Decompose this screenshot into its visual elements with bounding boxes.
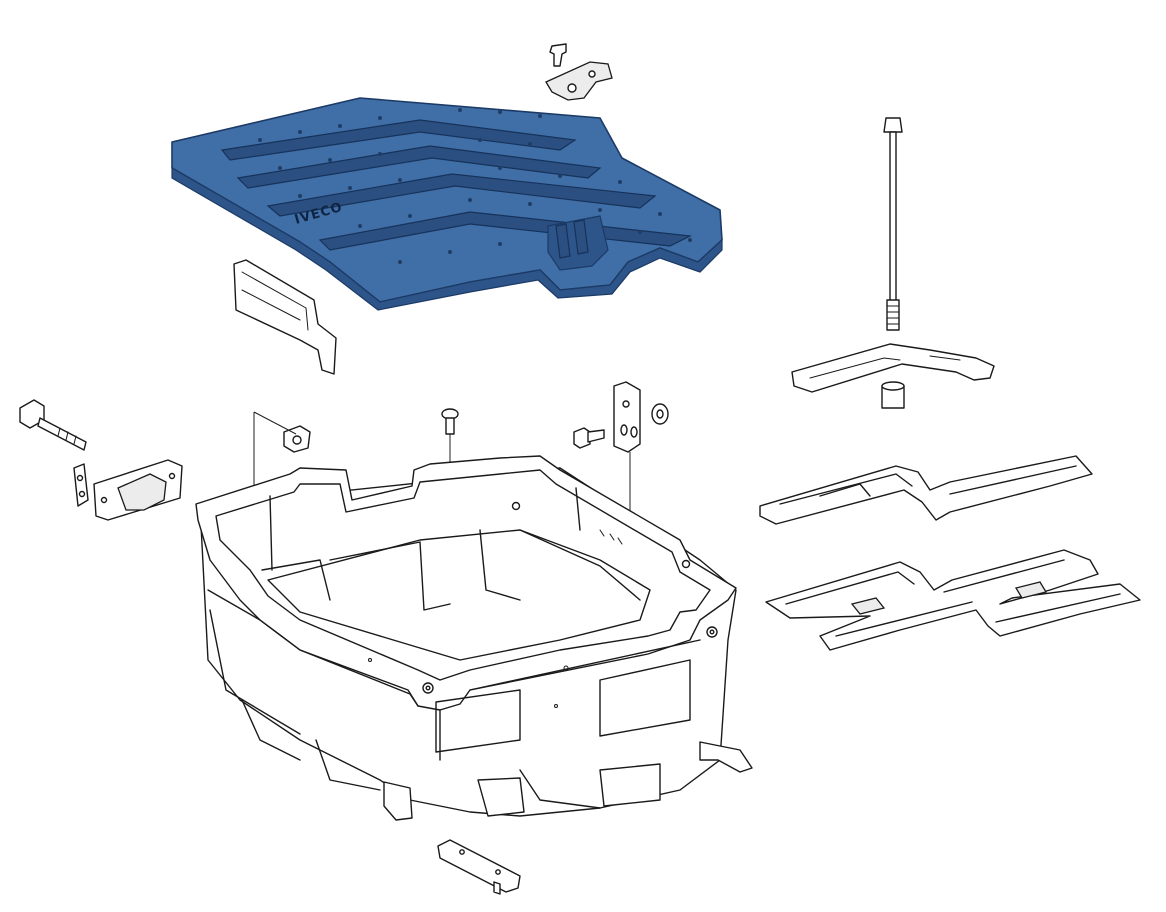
hold-down-bracket[interactable] (791, 343, 995, 393)
hinge-bracket[interactable] (93, 459, 183, 521)
washer[interactable] (651, 403, 669, 425)
battery-tray[interactable] (195, 455, 753, 821)
battery-cover[interactable]: IVECO (171, 97, 723, 311)
cover-texture-dots (258, 108, 692, 264)
nut[interactable] (283, 425, 311, 453)
hold-down-rod[interactable] (883, 117, 903, 331)
cover-latch-clip[interactable] (545, 43, 613, 101)
rod-spacer[interactable] (881, 381, 905, 409)
support-rail-lower[interactable] (765, 549, 1141, 651)
support-rail-upper[interactable] (759, 455, 1093, 525)
screw[interactable] (441, 408, 459, 435)
tray-bottom-bracket[interactable] (437, 839, 521, 895)
flange-bolt[interactable] (19, 399, 87, 451)
mounting-bolt[interactable] (573, 427, 605, 449)
cover-side-seal[interactable] (233, 259, 337, 375)
hinge-plate[interactable] (73, 463, 89, 507)
mounting-plate[interactable] (613, 381, 641, 453)
